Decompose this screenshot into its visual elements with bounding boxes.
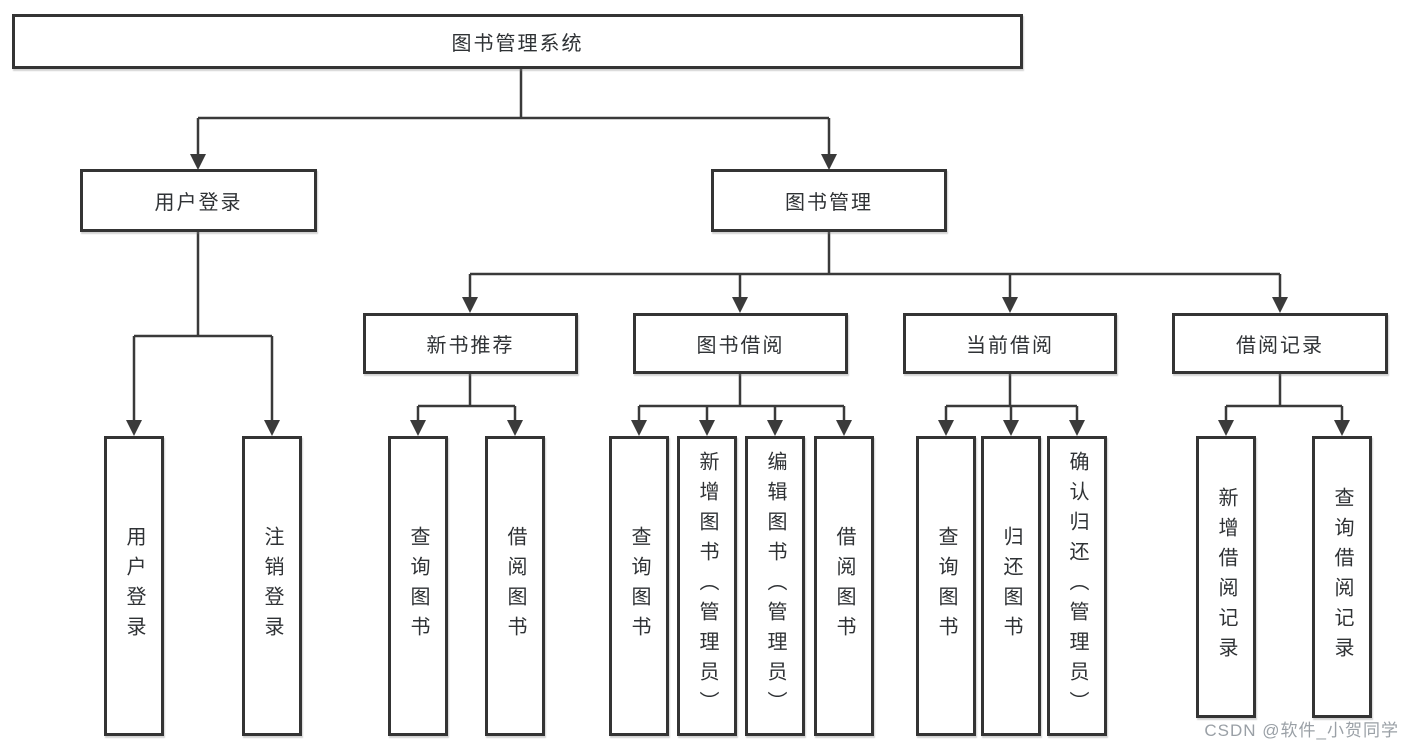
connector-current-children bbox=[938, 374, 1085, 436]
leaf-user-login-action: 用户登录 bbox=[104, 436, 164, 736]
node-book-borrowing: 图书借阅 bbox=[633, 313, 848, 374]
leaf-label: 新增图书（管理员） bbox=[696, 451, 718, 721]
leaf-label: 借阅图书 bbox=[504, 526, 526, 646]
leaf-current-confirm-return: 确认归还（管理员） bbox=[1047, 436, 1107, 736]
leaf-label: 注销登录 bbox=[261, 526, 283, 646]
node-new-book-recommend: 新书推荐 bbox=[363, 313, 578, 374]
node-book-management: 图书管理 bbox=[711, 169, 947, 232]
connector-records-children bbox=[1218, 374, 1350, 436]
node-label: 新书推荐 bbox=[426, 335, 515, 357]
leaf-borrow-edit-books: 编辑图书（管理员） bbox=[745, 436, 805, 736]
node-label: 借阅记录 bbox=[1236, 335, 1324, 357]
connector-book-management-to-level3 bbox=[462, 232, 1288, 313]
node-label: 当前借阅 bbox=[966, 335, 1054, 357]
node-label: 图书管理系统 bbox=[451, 33, 584, 55]
leaf-label: 查询图书 bbox=[407, 526, 429, 646]
leaf-label: 新增借阅记录 bbox=[1215, 487, 1237, 667]
connector-recommend-children bbox=[410, 374, 523, 436]
leaf-label: 查询图书 bbox=[628, 526, 650, 646]
leaf-borrow-borrow-books: 借阅图书 bbox=[814, 436, 874, 736]
connector-borrowing-children bbox=[631, 374, 852, 436]
node-label: 用户登录 bbox=[154, 192, 243, 214]
node-library-management-system: 图书管理系统 bbox=[12, 14, 1023, 69]
node-label: 图书管理 bbox=[785, 192, 873, 214]
leaf-recommend-borrow-books: 借阅图书 bbox=[485, 436, 545, 736]
leaf-current-return-books: 归还图书 bbox=[981, 436, 1041, 736]
leaf-borrow-query-books: 查询图书 bbox=[609, 436, 669, 736]
leaf-logout-action: 注销登录 bbox=[242, 436, 302, 736]
leaf-label: 用户登录 bbox=[123, 526, 145, 646]
node-label: 图书借阅 bbox=[696, 335, 785, 357]
leaf-recommend-query-books: 查询图书 bbox=[388, 436, 448, 736]
node-user-login: 用户登录 bbox=[80, 169, 317, 232]
leaf-label: 编辑图书（管理员） bbox=[764, 451, 786, 721]
connector-user-login-children bbox=[126, 232, 280, 436]
connector-root-to-level2 bbox=[190, 69, 837, 170]
leaf-label: 借阅图书 bbox=[833, 526, 855, 646]
leaf-label: 确认归还（管理员） bbox=[1066, 451, 1088, 721]
leaf-borrow-add-books: 新增图书（管理员） bbox=[677, 436, 737, 736]
node-current-borrowing: 当前借阅 bbox=[903, 313, 1117, 374]
csdn-watermark: CSDN @软件_小贺同学 bbox=[1204, 721, 1399, 740]
leaf-label: 查询图书 bbox=[935, 526, 957, 646]
leaf-label: 查询借阅记录 bbox=[1331, 487, 1353, 667]
node-borrowing-records: 借阅记录 bbox=[1172, 313, 1388, 374]
leaf-records-query-record: 查询借阅记录 bbox=[1312, 436, 1372, 718]
leaf-records-add-record: 新增借阅记录 bbox=[1196, 436, 1256, 718]
leaf-current-query-books: 查询图书 bbox=[916, 436, 976, 736]
leaf-label: 归还图书 bbox=[1000, 526, 1022, 646]
